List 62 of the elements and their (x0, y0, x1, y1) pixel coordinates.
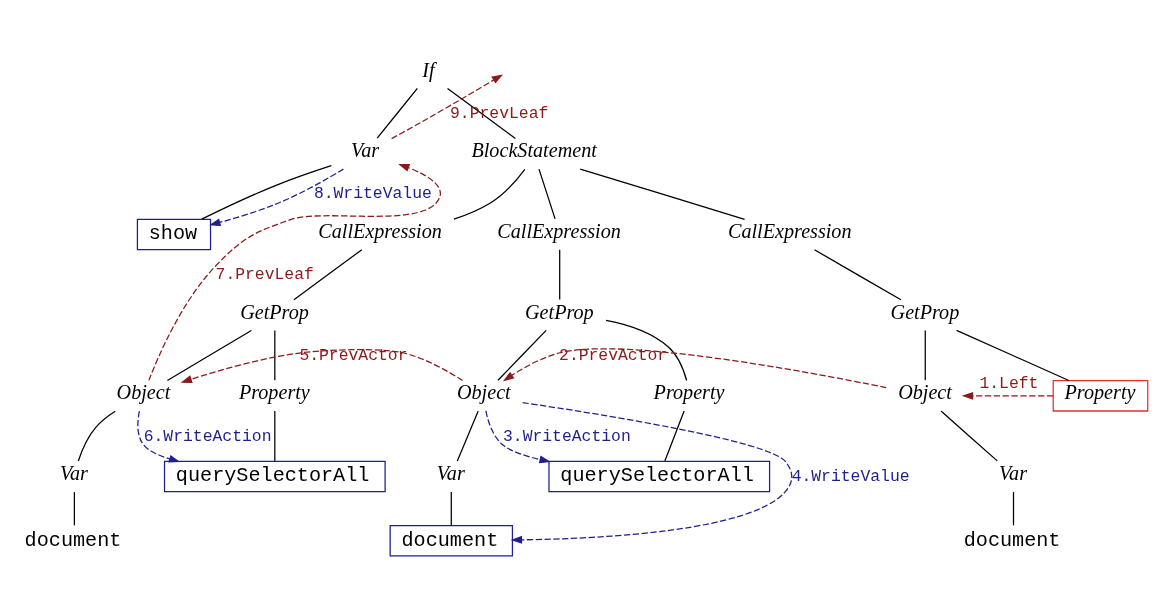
node-text: Object (898, 380, 952, 403)
node-text: If (422, 58, 435, 81)
connector (293, 248, 363, 300)
node-text: GetProp (525, 300, 594, 323)
arrow (209, 168, 344, 226)
node-text: GetProp (890, 300, 960, 323)
node-text: CallExpression (318, 219, 442, 242)
edge-label: 4.WriteValue (791, 466, 910, 486)
edge-label: 7.PrevLeaf (215, 264, 314, 284)
node-text: document (963, 528, 1061, 552)
connector (456, 409, 479, 462)
edge-label: 8.WriteValue (313, 183, 432, 203)
connector (924, 329, 926, 381)
connector (1012, 491, 1015, 526)
node-text: Property (653, 380, 725, 403)
node-text: BlockStatement (471, 138, 597, 161)
connector (538, 167, 556, 219)
arrow (137, 410, 181, 463)
arrow (485, 409, 551, 463)
connector (664, 409, 685, 462)
node-box: show (136, 218, 212, 250)
node-text: CallExpression (497, 219, 621, 242)
connector (940, 409, 998, 462)
arrow (180, 348, 464, 383)
edge-label: 1.Left (979, 373, 1039, 393)
node-box: querySelectorAll (163, 460, 386, 492)
edge-label: 2.PrevActor (559, 345, 668, 365)
connector (497, 329, 547, 381)
connector (201, 164, 332, 220)
arrow (502, 347, 887, 388)
connector (453, 168, 526, 220)
arrow (148, 163, 441, 381)
connector (579, 167, 746, 220)
node-text: document (24, 528, 122, 552)
connector (605, 319, 688, 381)
connector (166, 329, 252, 381)
node-text: Object (456, 380, 511, 403)
node-box: querySelectorAll (548, 460, 771, 492)
connector (559, 248, 561, 300)
edge-label: 6.WriteAction (143, 425, 272, 445)
arrow (510, 401, 793, 544)
arrow (961, 391, 1054, 400)
connector (274, 329, 276, 381)
node-text: Var (351, 138, 380, 161)
node-text: Var (59, 461, 88, 484)
connector (955, 329, 1070, 381)
node-text: Var (999, 461, 1027, 484)
connector (73, 491, 75, 526)
node-text: Object (116, 380, 171, 403)
node-text: Var (436, 461, 465, 484)
edge-label: 5.PrevActor (299, 345, 408, 365)
node-box: Property (1052, 379, 1149, 412)
connector (813, 248, 902, 300)
node-box: document (389, 524, 514, 557)
connector (274, 409, 276, 462)
node-text: GetProp (240, 300, 309, 323)
edge-label: 3.WriteAction (502, 425, 631, 445)
connector (450, 491, 452, 526)
node-text: CallExpression (727, 219, 852, 242)
connector (376, 87, 418, 139)
connector (77, 410, 116, 462)
node-text: Property (238, 380, 310, 403)
